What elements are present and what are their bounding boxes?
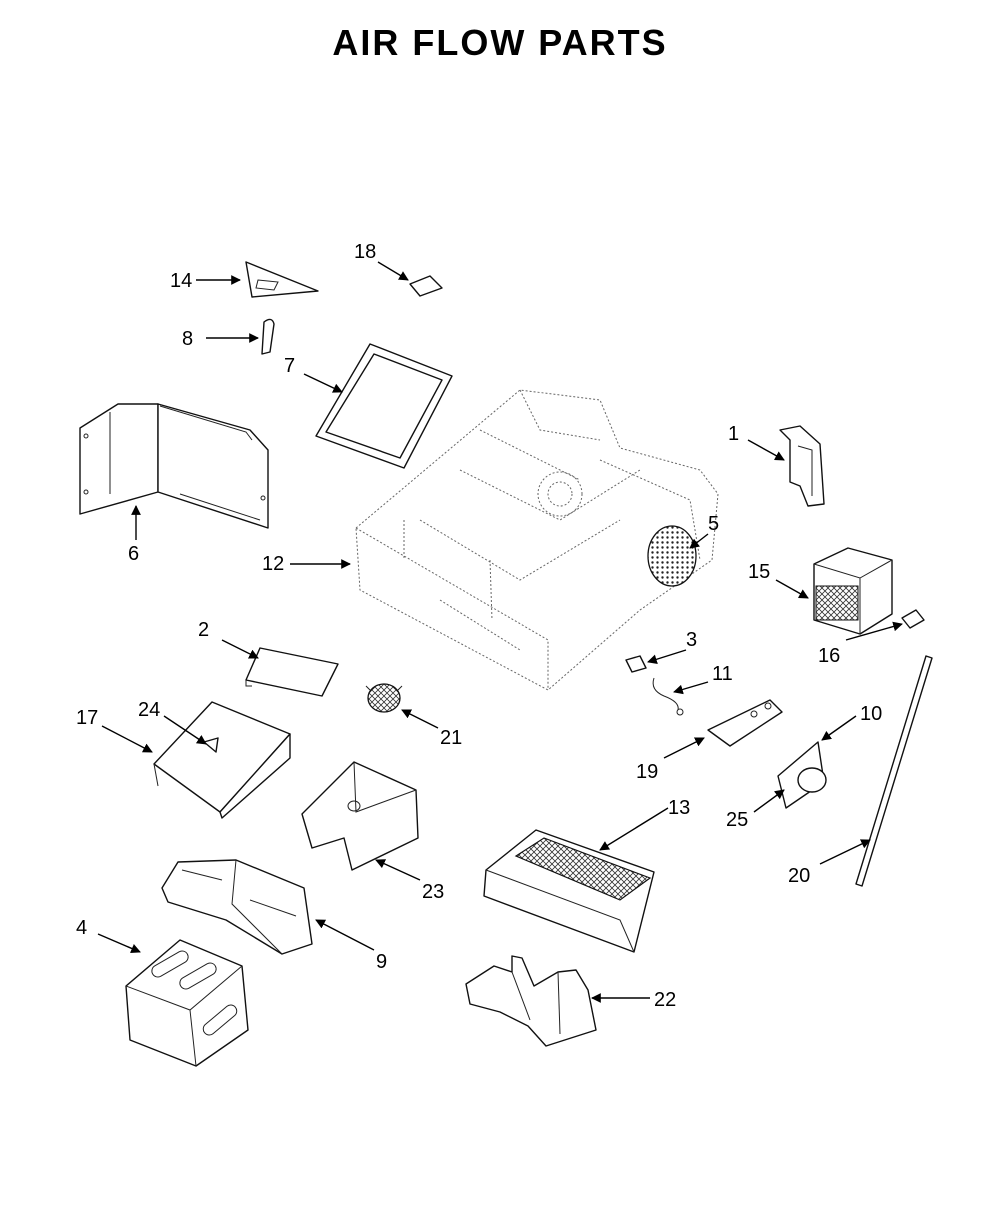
part-25-knob: [797, 767, 827, 793]
callout-20: 20: [788, 865, 810, 887]
callout-25: 25: [726, 809, 748, 831]
callout-24: 24: [138, 699, 160, 721]
part-20-rod: [855, 655, 933, 887]
part-7-frame: [315, 343, 453, 469]
callout-labels: 14 18 8 7 6 12 1 5 15 16 2 3 11 21 17 24…: [76, 241, 882, 1011]
callout-13: 13: [668, 797, 690, 819]
part-22-air-guide: [465, 955, 597, 1047]
callout-6: 6: [128, 543, 139, 565]
part-16-clip: [901, 609, 925, 629]
callout-16: 16: [818, 645, 840, 667]
callout-19: 19: [636, 761, 658, 783]
part-14-tab: [245, 261, 319, 298]
callout-18: 18: [354, 241, 376, 263]
part-9-ducting: [161, 859, 313, 955]
part-13-filter-tray: [483, 829, 655, 953]
part-8-tube: [261, 318, 275, 355]
callout-1: 1: [728, 423, 739, 445]
callout-23: 23: [422, 881, 444, 903]
part-19-bracket: [707, 699, 783, 747]
callout-11: 11: [712, 663, 733, 685]
part-23-duct: [301, 761, 419, 871]
part-3-sensor: [625, 655, 647, 673]
callout-5: 5: [708, 513, 719, 535]
callout-10: 10: [860, 703, 882, 725]
diagram-title: AIR FLOW PARTS: [332, 22, 668, 63]
callout-17: 17: [76, 707, 98, 729]
part-5-fan-grill: [647, 525, 697, 587]
part-21-motor: [365, 683, 403, 713]
callout-9: 9: [376, 951, 387, 973]
callout-12: 12: [262, 553, 284, 575]
callout-4: 4: [76, 917, 87, 939]
callout-15: 15: [748, 561, 770, 583]
part-24-clip: [203, 737, 219, 753]
callout-7: 7: [284, 355, 295, 377]
part-17-cover: [153, 701, 291, 819]
part-4-vent-housing: [125, 939, 249, 1067]
part-12-chassis: [355, 389, 719, 691]
callout-3: 3: [686, 629, 697, 651]
part-11-wire: [652, 677, 684, 716]
callout-21: 21: [440, 727, 462, 749]
part-18-pad: [409, 275, 443, 297]
part-15-magnetron: [813, 547, 893, 635]
callout-2: 2: [198, 619, 209, 641]
callout-22: 22: [654, 989, 676, 1011]
part-1-bracket: [779, 425, 825, 507]
callout-14: 14: [170, 270, 192, 292]
leader-lines: [97, 261, 903, 1003]
part-2-plate: [245, 647, 339, 697]
callout-8: 8: [182, 328, 193, 350]
part-6-duct-cover: [79, 403, 269, 529]
